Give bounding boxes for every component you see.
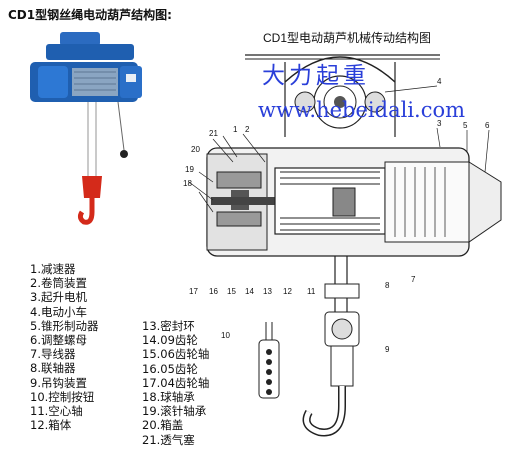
- transmission-diagram: CD1型电动葫芦机械传动结构图: [183, 30, 502, 437]
- part-item: 4.电动小车: [30, 304, 87, 319]
- part-item: 3.起升电机: [30, 290, 87, 305]
- parts-legend-right: 13.密封环 14.09齿轮 15.06齿轮轴 16.05齿轮 17.04齿轮轴…: [142, 319, 209, 447]
- part-item: 21.透气塞: [142, 432, 195, 447]
- parts-legend-left: 1.减速器 2.卷筒装置 3.起升电机 4.电动小车 5.锥形制动器 6.调整螺…: [30, 262, 98, 432]
- part-item: 7.导线器: [30, 347, 76, 362]
- part-callouts: 21 1 2 3 4 5 6 7 8 9 10 11 12 13 14 15 1…: [183, 77, 490, 354]
- part-item: 19.滚针轴承: [142, 404, 207, 419]
- part-item: 12.箱体: [30, 418, 72, 433]
- part-item: 6.调整螺母: [30, 333, 87, 348]
- part-item: 10.控制按钮: [30, 389, 95, 404]
- callout-4: 4: [437, 77, 442, 86]
- callout-19: 19: [185, 165, 194, 174]
- callout-8: 8: [385, 281, 390, 290]
- part-item: 18.球轴承: [142, 390, 195, 405]
- hook: [77, 198, 95, 225]
- callout-9: 9: [385, 345, 390, 354]
- part-item: 1.减速器: [30, 262, 76, 276]
- part-item: 8.联轴器: [30, 361, 76, 376]
- callout-1: 1: [233, 125, 238, 134]
- callout-13: 13: [263, 287, 272, 296]
- part-item: 17.04齿轮轴: [142, 375, 210, 390]
- callout-14: 14: [245, 287, 254, 296]
- callout-10: 10: [221, 331, 230, 340]
- page-title: CD1型钢丝绳电动葫芦结构图:: [8, 8, 172, 22]
- callout-5: 5: [463, 121, 468, 130]
- callout-11: 11: [307, 287, 316, 296]
- callout-21: 21: [209, 129, 218, 138]
- part-item: 5.锥形制动器: [30, 318, 99, 333]
- callout-15: 15: [227, 287, 236, 296]
- part-item: 16.05齿轮: [142, 361, 198, 376]
- trolley-top: [60, 32, 100, 46]
- callout-3: 3: [437, 119, 442, 128]
- watermark-text: 大力起重: [262, 63, 370, 89]
- part-item: 11.空心轴: [30, 404, 83, 419]
- callout-7: 7: [411, 275, 416, 284]
- watermark-url: www.hebeidali.com: [258, 98, 466, 122]
- part-item: 20.箱盖: [142, 418, 184, 433]
- callout-2: 2: [245, 125, 250, 134]
- callout-6: 6: [485, 121, 490, 130]
- part-item: 13.密封环: [142, 319, 195, 333]
- hook-block: [82, 176, 102, 198]
- callout-12: 12: [283, 287, 292, 296]
- rope-drum: [72, 68, 118, 96]
- part-item: 2.卷筒装置: [30, 276, 87, 291]
- diagram-title: CD1型电动葫芦机械传动结构图: [263, 30, 431, 45]
- callout-18: 18: [183, 179, 192, 188]
- part-item: 14.09齿轮: [142, 333, 198, 348]
- callout-17: 17: [189, 287, 198, 296]
- hoist-photo: [30, 32, 142, 225]
- callout-20: 20: [191, 145, 200, 154]
- drum: [274, 167, 386, 235]
- part-item: 15.06齿轮轴: [142, 347, 210, 362]
- callout-16: 16: [209, 287, 218, 296]
- part-item: 9.吊钩装置: [30, 375, 87, 390]
